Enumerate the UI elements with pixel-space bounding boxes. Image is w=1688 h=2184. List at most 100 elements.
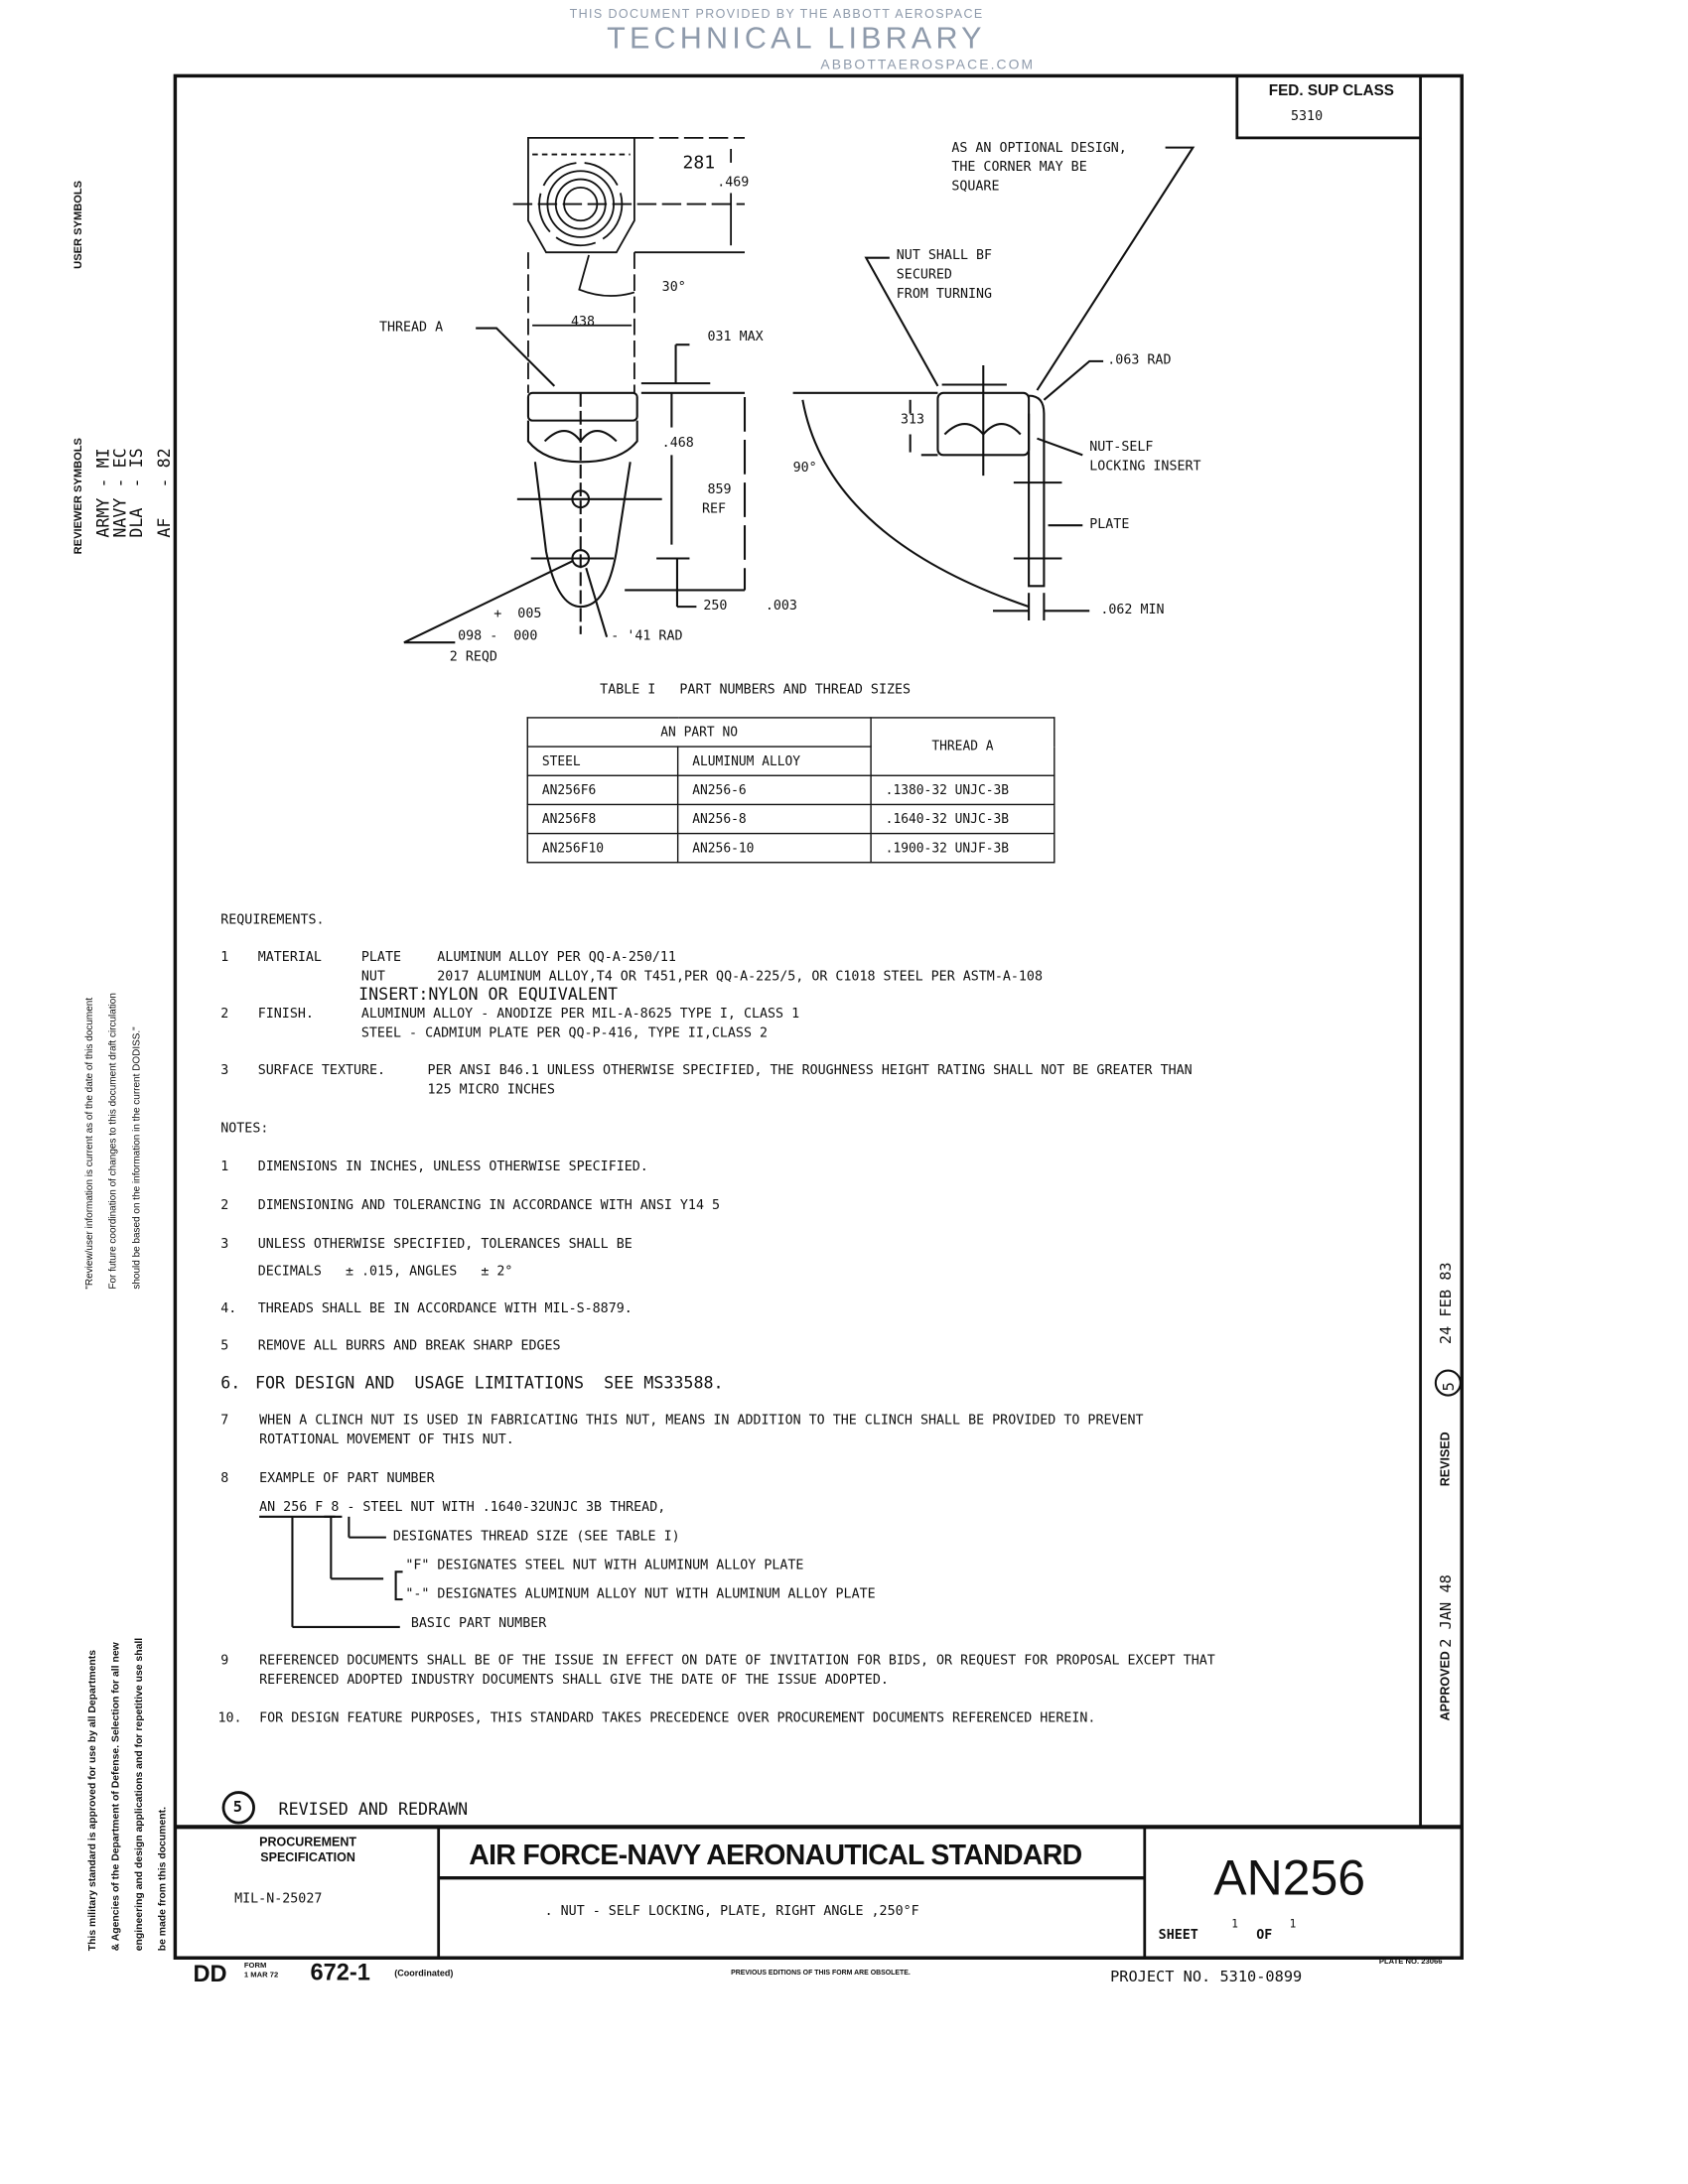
header-thread: THREAD A: [870, 717, 1055, 776]
note-number: 7: [220, 1413, 229, 1429]
part-number-example: AN 256 F 8 - STEEL NUT WITH .1640-32UNJC…: [259, 1500, 666, 1516]
note-2: DIMENSIONING AND TOLERANCING IN ACCORDAN…: [257, 1197, 721, 1214]
revised-date: 24 FEB 83: [1437, 1262, 1456, 1345]
rad-063: .063 RAD: [1107, 352, 1172, 368]
dim-281: 281: [682, 153, 716, 175]
dim-438: 438: [571, 314, 596, 330]
insert-label: LOCKING INSERT: [1089, 459, 1201, 475]
part-number-thread-size: DESIGNATES THREAD SIZE (SEE TABLE I): [392, 1529, 680, 1545]
req-number: 2: [220, 1006, 229, 1023]
note-number: 1: [220, 1160, 229, 1175]
form-date: FORM 1 MAR 72: [243, 1962, 279, 1980]
side-view: [792, 146, 1196, 621]
cell-thread: .1380-32 UNJC-3B: [870, 774, 1055, 806]
req-surface-text: PER ANSI B46.1 UNLESS OTHERWISE SPECIFIE…: [427, 1062, 1193, 1079]
dim-250: 250: [703, 598, 728, 614]
min-062: .062 MIN: [1100, 602, 1165, 618]
of-label: OF: [1256, 1927, 1273, 1943]
review-note-line: For future coordination of changes to th…: [105, 993, 119, 1290]
note-number: 9: [220, 1653, 229, 1669]
notes-heading: NOTES:: [220, 1121, 269, 1137]
header-steel: STEEL: [526, 746, 679, 776]
revision-circle: [1434, 1369, 1462, 1397]
req-number: 1: [220, 949, 229, 966]
note-5: REMOVE ALL BURRS AND BREAK SHARP EDGES: [257, 1338, 561, 1354]
approval-note-line: engineering and design applications and …: [132, 1637, 145, 1952]
part-number-dash-designator: "-" DESIGNATES ALUMINUM ALLOY NUT WITH A…: [405, 1586, 876, 1602]
part-number-f-designator: "F" DESIGNATES STEEL NUT WITH ALUMINUM A…: [405, 1558, 804, 1573]
revision-note-text: REVISED AND REDRAWN: [278, 1799, 469, 1819]
top-view: [512, 136, 746, 393]
nut-secured-note: FROM TURNING: [896, 286, 993, 303]
dim-031-max: 031 MAX: [707, 329, 764, 345]
req-surface-label: SURFACE TEXTURE.: [257, 1062, 386, 1079]
cell-thread: .1900-32 UNJF-3B: [870, 832, 1055, 864]
nut-secured-note: NUT SHALL BF: [896, 248, 993, 264]
note-3: UNLESS OTHERWISE SPECIFIED, TOLERANCES S…: [257, 1236, 633, 1253]
insert-label: NUT-SELF: [1089, 440, 1154, 456]
approved-date: 2 JAN 48: [1437, 1574, 1456, 1648]
requirements-heading: REQUIREMENTS.: [220, 912, 325, 928]
note-4: THREADS SHALL BE IN ACCORDANCE WITH MIL-…: [257, 1301, 633, 1317]
sheet-number: 1: [1231, 1917, 1238, 1931]
note-number: 3: [220, 1236, 229, 1253]
obsolete-note: PREVIOUS EDITIONS OF THIS FORM ARE OBSOL…: [731, 1969, 911, 1978]
sheet-border: [173, 73, 1464, 1960]
note-number: 6.: [220, 1373, 241, 1393]
watermark-title: TECHNICAL LIBRARY: [607, 20, 986, 56]
req-finish-steel: STEEL - CADMIUM PLATE PER QQ-P-416, TYPE…: [360, 1025, 769, 1041]
note-8: EXAMPLE OF PART NUMBER: [259, 1470, 435, 1487]
req-nut-text: 2017 ALUMINUM ALLOY,T4 OR T451,PER QQ-A-…: [437, 969, 1043, 985]
req-plate-label: PLATE: [360, 949, 402, 966]
user-symbols-label: USER SYMBOLS: [71, 180, 84, 269]
tol-003: .003: [765, 598, 797, 614]
note-7: ROTATIONAL MOVEMENT OF THIS NUT.: [259, 1433, 514, 1448]
fed-sup-box: [1235, 74, 1422, 140]
form-number: 672-1: [310, 1959, 370, 1986]
review-note-line: "Review/user information is current as o…: [82, 997, 95, 1290]
table-title: TABLE I PART NUMBERS AND THREAD SIZES: [600, 682, 912, 698]
group-header: AN PART NO: [526, 717, 872, 748]
reviewer-af: AF - 82: [154, 448, 175, 538]
note-3-tolerances: DECIMALS ± .015, ANGLES ± 2°: [257, 1264, 513, 1280]
revision-note-circle: [221, 1791, 255, 1825]
note-number: 2: [220, 1197, 229, 1214]
req-finish-label: FINISH.: [257, 1006, 314, 1023]
watermark-line1: THIS DOCUMENT PROVIDED BY THE ABBOTT AER…: [569, 6, 984, 21]
rad-141: - '41 RAD: [611, 628, 683, 644]
dim-ref: REF: [701, 501, 727, 517]
dim-469: .469: [717, 175, 750, 191]
nut-secured-note: SECURED: [896, 267, 952, 283]
note-1: DIMENSIONS IN INCHES, UNLESS OTHERWISE S…: [257, 1160, 648, 1175]
req-insert-text: INSERT:NYLON OR EQUIVALENT: [358, 984, 619, 1005]
approved-label: APPROVED: [1438, 1651, 1453, 1721]
note-6: FOR DESIGN AND USAGE LIMITATIONS SEE MS3…: [254, 1373, 724, 1393]
plate-label: PLATE: [1089, 516, 1130, 533]
standard-number: AN256: [1213, 1848, 1366, 1906]
hole-diameter: 098 - 000: [458, 628, 538, 644]
standard-subtitle: . NUT - SELF LOCKING, PLATE, RIGHT ANGLE…: [544, 1904, 919, 1920]
sheet-total: 1: [1289, 1917, 1297, 1931]
optional-design-note: THE CORNER MAY BE: [951, 160, 1087, 176]
reviewer-dla: DLA - IS: [126, 448, 147, 538]
sheet-label: SHEET: [1158, 1927, 1198, 1943]
thread-a-label: THREAD A: [378, 320, 444, 336]
hole-tolerance-plus: + 005: [493, 607, 542, 622]
note-10: FOR DESIGN FEATURE PURPOSES, THIS STANDA…: [259, 1710, 1096, 1726]
procurement-label: PROCUREMENT SPECIFICATION: [259, 1835, 357, 1864]
watermark-url: ABBOTTAEROSPACE.COM: [820, 58, 1036, 73]
header-aluminum: ALUMINUM ALLOY: [676, 746, 872, 776]
note-number: 8: [220, 1470, 229, 1487]
req-surface-text: 125 MICRO INCHES: [427, 1082, 555, 1098]
dim-859: 859: [707, 482, 732, 498]
reviewer-symbols-label: REVIEWER SYMBOLS: [71, 438, 84, 555]
revised-label: REVISED: [1438, 1432, 1453, 1487]
approval-note-line: This military standard is approved for u…: [85, 1649, 98, 1952]
revision-note-number: 5: [232, 1798, 242, 1817]
note-7: WHEN A CLINCH NUT IS USED IN FABRICATING…: [259, 1413, 1144, 1429]
cell-steel: AN256F6: [526, 774, 679, 806]
cell-steel: AN256F10: [526, 832, 679, 864]
